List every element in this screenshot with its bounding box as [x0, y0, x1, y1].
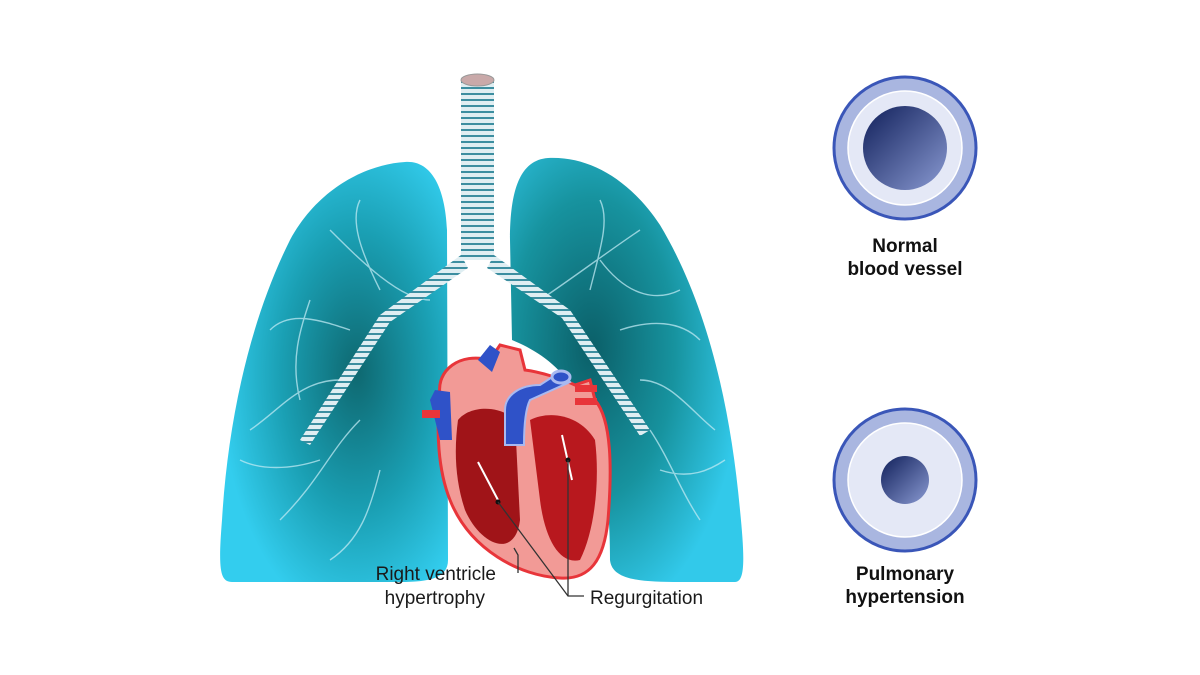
lung-vessels: [239, 199, 726, 561]
hypertension-vessel-cross-section: [832, 407, 978, 553]
right-lung: [510, 157, 744, 582]
normal-vessel-cross-section: [832, 75, 978, 221]
ph-label-line1: Pulmonary: [856, 564, 955, 585]
rv-hypertrophy-label-line2: hypertrophy: [385, 588, 486, 609]
trachea: [300, 73, 650, 445]
rv-hypertrophy-label-line1: Right ventricle: [376, 564, 496, 585]
normal-vessel-label-line1: Normal: [872, 236, 937, 257]
ph-label-line2: hypertension: [845, 587, 964, 608]
leader-lines: [497, 460, 584, 597]
left-lung: [220, 161, 448, 582]
regurgitation-label: Regurgitation: [590, 588, 703, 609]
normal-vessel-label-line2: blood vessel: [847, 259, 962, 280]
